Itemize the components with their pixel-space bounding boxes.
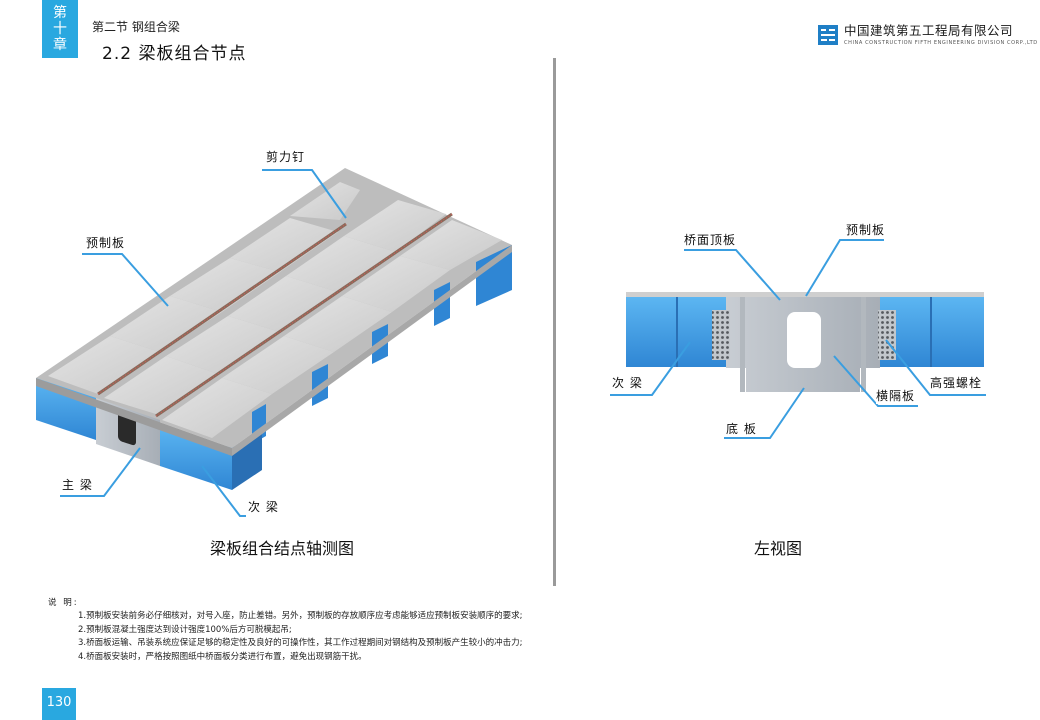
section-title: 2.2 梁板组合节点	[102, 44, 247, 64]
company-logo: 中国建筑第五工程局有限公司 CHINA CONSTRUCTION FIFTH E…	[818, 24, 1038, 46]
chapter-char: 第	[53, 5, 67, 21]
axonometric-drawing	[36, 168, 512, 517]
label-main-beam: 主 梁	[62, 476, 93, 493]
note-item: 3.桥面板运输、吊装系统应保证足够的稳定性及良好的可操作性，其工作过程期间对钢结…	[78, 638, 523, 648]
caption-left-view: 左视图	[754, 539, 803, 558]
section-name: 第二节 钢组合梁	[92, 20, 180, 34]
chapter-tab: 第 十 章	[42, 0, 78, 58]
leader-secondary-beam	[201, 465, 246, 517]
label-diaphragm: 横隔板	[876, 387, 916, 404]
note-item: 2.预制板混凝土强度达到设计强度100%后方可脱模起吊;	[78, 624, 292, 635]
leader-precast-slab-right	[805, 239, 884, 297]
label-secondary-beam: 次 梁	[248, 498, 279, 515]
shear-stud-lines	[97, 212, 453, 418]
leader-main-beam	[60, 447, 141, 497]
label-bottom-plate: 底 板	[726, 420, 757, 437]
left-view-drawing	[610, 239, 986, 439]
label-precast-slab-right: 预制板	[846, 221, 886, 238]
label-precast-slab: 预制板	[86, 234, 126, 251]
leader-diaphragm	[833, 355, 918, 407]
bolt-group-left	[712, 310, 730, 360]
vertical-divider	[553, 58, 556, 586]
company-logo-icon	[818, 25, 838, 45]
leader-bottom-plate	[724, 387, 805, 439]
precast-slab-panels	[48, 182, 502, 438]
label-high-strength-bolt: 高强螺栓	[930, 374, 983, 391]
caption-axonometric: 梁板组合结点轴测图	[210, 539, 355, 558]
leader-shear-stud	[262, 169, 347, 219]
notes-heading: 说 明:	[48, 598, 79, 608]
chapter-char: 十	[53, 21, 67, 37]
note-item: 1.预制板安装前务必仔细核对，对号入座，防止差错。另外，预制板的存放顺序应考虑能…	[78, 611, 523, 621]
company-name-cn: 中国建筑第五工程局有限公司	[844, 23, 1014, 38]
leader-precast-slab	[82, 253, 169, 307]
notes-section: 说 明: 1.预制板安装前务必仔细核对，对号入座，防止差错。另外，预制板的存放顺…	[48, 596, 522, 664]
chapter-char: 章	[53, 37, 67, 53]
label-shear-stud: 剪力钉	[266, 148, 306, 165]
leader-secondary-beam-right	[610, 341, 691, 396]
label-secondary-beam-right: 次 梁	[612, 374, 643, 391]
bolt-group-right	[878, 310, 896, 360]
main-beam-shape	[96, 398, 160, 466]
page-number: 130	[42, 688, 76, 720]
label-deck-top-plate: 桥面顶板	[684, 231, 737, 248]
note-item: 4.桥面板安装时，严格按照图纸中桥面板分类进行布置，避免出现钢筋干扰。	[78, 651, 367, 662]
leader-high-strength-bolt	[885, 339, 986, 396]
leader-deck-top-plate	[684, 249, 781, 301]
company-name-en: CHINA CONSTRUCTION FIFTH ENGINEERING DIV…	[844, 40, 1038, 46]
